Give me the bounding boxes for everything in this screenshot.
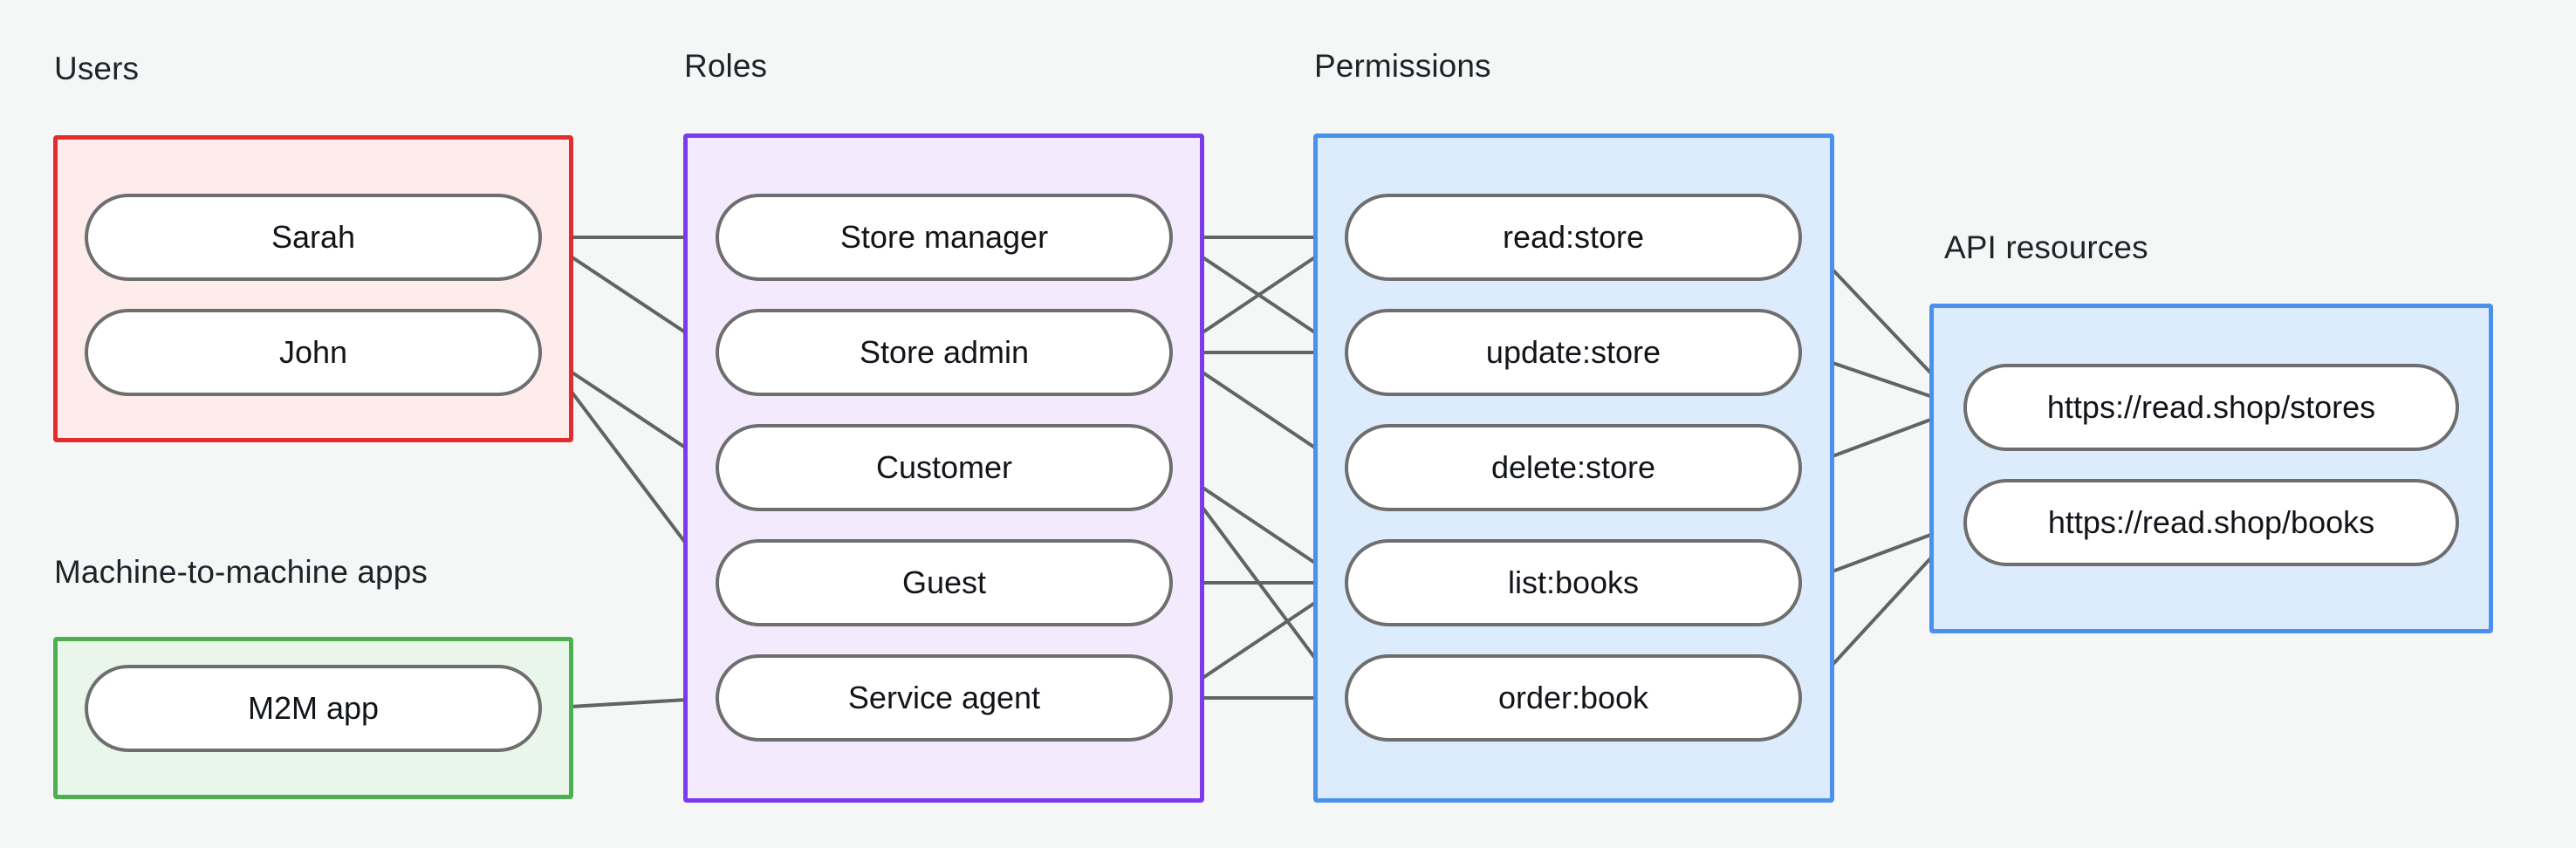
group-title-api_resources: API resources (1944, 229, 2148, 265)
node-label-store_admin: Store admin (859, 334, 1030, 370)
group-title-users: Users (54, 51, 140, 86)
node-label-john: John (278, 334, 348, 370)
node-label-sarah: Sarah (271, 219, 356, 255)
group-box-users (53, 135, 573, 442)
node-label-res_stores: https://read.shop/stores (2046, 389, 2376, 425)
node-m2m_app[interactable]: M2M app (85, 665, 542, 752)
node-label-order_book: order:book (1497, 680, 1649, 715)
node-res_stores[interactable]: https://read.shop/stores (1963, 364, 2459, 451)
node-label-store_manager: Store manager (839, 219, 1049, 255)
node-store_admin[interactable]: Store admin (716, 309, 1173, 396)
node-label-list_books: list:books (1507, 564, 1640, 600)
node-read_store[interactable]: read:store (1345, 194, 1802, 281)
node-order_book[interactable]: order:book (1345, 654, 1802, 742)
group-title-permissions: Permissions (1314, 48, 1491, 84)
node-guest[interactable]: Guest (716, 539, 1173, 626)
node-label-service_agent: Service agent (847, 680, 1041, 715)
node-sarah[interactable]: Sarah (85, 194, 542, 281)
node-label-delete_store: delete:store (1490, 449, 1656, 485)
node-res_books[interactable]: https://read.shop/books (1963, 479, 2459, 566)
node-label-guest: Guest (901, 564, 987, 600)
node-update_store[interactable]: update:store (1345, 309, 1802, 396)
node-label-res_books: https://read.shop/books (2047, 504, 2375, 540)
node-store_manager[interactable]: Store manager (716, 194, 1173, 281)
node-customer[interactable]: Customer (716, 424, 1173, 511)
node-list_books[interactable]: list:books (1345, 539, 1802, 626)
node-service_agent[interactable]: Service agent (716, 654, 1173, 742)
group-title-m2m_apps: Machine-to-machine apps (54, 554, 428, 590)
node-label-read_store: read:store (1502, 219, 1645, 255)
node-label-m2m_app: M2M app (247, 690, 380, 726)
node-label-update_store: update:store (1485, 334, 1661, 370)
group-title-roles: Roles (684, 48, 768, 84)
node-label-customer: Customer (875, 449, 1013, 485)
node-delete_store[interactable]: delete:store (1345, 424, 1802, 511)
node-john[interactable]: John (85, 309, 542, 396)
group-box-api_resources (1929, 304, 2493, 633)
